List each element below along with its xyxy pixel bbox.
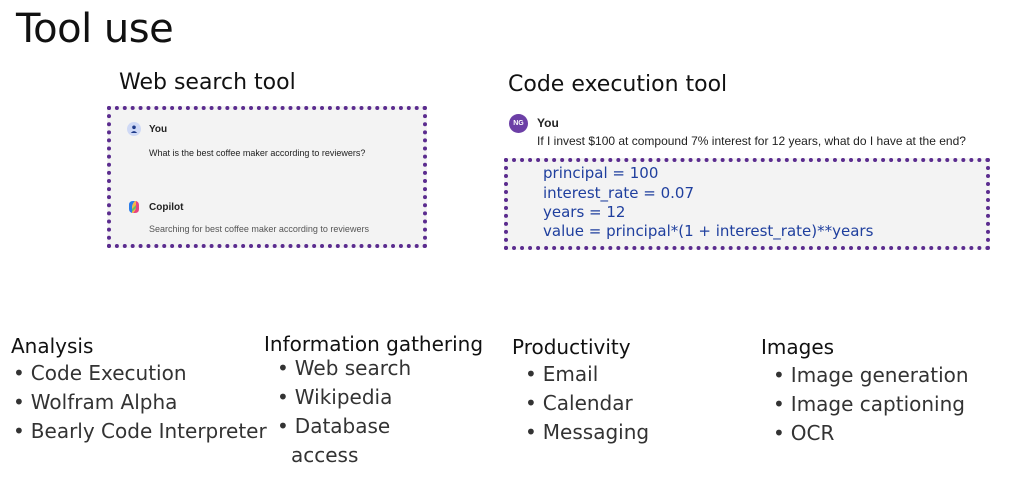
category-heading-images: Images [761, 335, 835, 359]
page-title: Tool use [16, 6, 174, 52]
list-item: •Calendar [525, 391, 633, 415]
list-item: •OCR [773, 421, 835, 445]
list-item: •Code Execution [13, 361, 187, 385]
list-item: •Bearly Code Interpreter [13, 419, 267, 443]
user-message-header: You [127, 122, 167, 136]
list-item: •Wolfram Alpha [13, 390, 178, 414]
code-line: value = principal*(1 + interest_rate)**y… [543, 222, 874, 240]
web-search-heading: Web search tool [119, 70, 296, 95]
code-line: years = 12 [543, 203, 626, 221]
list-item: •Messaging [525, 420, 650, 444]
list-item: •Database [277, 414, 391, 438]
code-line: interest_rate = 0.07 [543, 184, 695, 202]
web-search-chat-panel: You What is the best coffee maker accord… [107, 106, 427, 248]
list-item: •Image generation [773, 363, 969, 387]
category-heading-productivity: Productivity [512, 335, 631, 359]
category-heading-analysis: Analysis [11, 334, 94, 358]
user-name: You [149, 123, 168, 135]
user-message: What is the best coffee maker according … [149, 148, 366, 158]
copilot-message-header: Copilot [127, 200, 183, 214]
list-item-continuation: access [291, 443, 359, 467]
assistant-name: Copilot [149, 201, 184, 213]
code-block: principal = 100 interest_rate = 0.07 yea… [504, 158, 990, 250]
category-heading-information-gathering: Information gathering [264, 332, 484, 356]
copilot-logo-icon [129, 201, 139, 213]
list-item: •Web search [277, 356, 412, 380]
user-avatar: NG [509, 114, 528, 133]
user-avatar-icon [127, 122, 141, 136]
code-user-message: If I invest $100 at compound 7% interest… [537, 134, 966, 148]
code-execution-heading: Code execution tool [508, 72, 728, 97]
list-item: •Wikipedia [277, 385, 393, 409]
code-line: principal = 100 [543, 164, 659, 182]
code-user-name: You [537, 116, 559, 130]
list-item: •Email [525, 362, 599, 386]
assistant-message: Searching for best coffee maker accordin… [149, 224, 369, 234]
list-item: •Image captioning [773, 392, 965, 416]
